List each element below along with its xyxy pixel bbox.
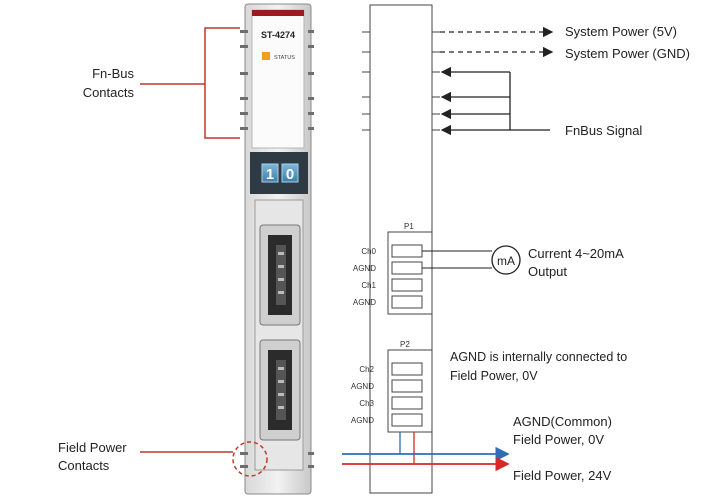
p1-pin-4: AGND	[353, 298, 376, 307]
system-power-5v-label: System Power (5V)	[565, 24, 677, 39]
digit-box-1	[261, 163, 279, 183]
status-label: STATUS	[274, 55, 295, 61]
digit-2: 0	[286, 166, 294, 183]
system-power-arrows	[440, 26, 554, 58]
p2-pin-4: AGND	[351, 416, 374, 425]
schematic-outline	[362, 4, 440, 494]
fnbus-signal-arrows	[440, 66, 550, 136]
p1-pin-1: Ch0	[361, 247, 376, 256]
p2-pin-2: AGND	[351, 382, 374, 391]
fn-bus-bracket	[140, 27, 240, 139]
agnd-common-label-2: Field Power, 0V	[513, 432, 604, 447]
module-label-panel	[251, 9, 305, 149]
agnd-note-2: Field Power, 0V	[450, 369, 538, 383]
p2-pins	[391, 362, 423, 427]
p1-pin-3: Ch1	[361, 281, 376, 290]
field-power-label-2: Contacts	[58, 458, 110, 473]
p1-label: P1	[404, 222, 414, 231]
digit-box-2	[281, 163, 299, 183]
current-label-2: Output	[528, 264, 567, 279]
p2-pin-1: Ch2	[359, 365, 374, 374]
module-model: ST-4274	[261, 30, 295, 40]
fn-bus-label-1: Fn-Bus	[92, 66, 134, 81]
current-label-1: Current 4~20mA	[528, 246, 624, 261]
digit-1: 1	[266, 166, 274, 183]
p2-label: P2	[400, 340, 410, 349]
field-power-label-1: Field Power	[58, 440, 127, 455]
milliamp-meter-icon	[491, 245, 521, 275]
milliamp-meter-symbol: mA	[497, 254, 515, 268]
status-led	[262, 52, 270, 60]
agnd-common-label-1: AGND(Common)	[513, 414, 612, 429]
system-power-gnd-label: System Power (GND)	[565, 46, 690, 61]
p1-pins	[391, 244, 423, 309]
module-photo: ST-4274 STATUS 1 0	[240, 3, 314, 495]
fn-bus-label-2: Contacts	[83, 85, 135, 100]
p2-pin-3: Ch3	[359, 399, 374, 408]
fnbus-signal-label: FnBus Signal	[565, 123, 642, 138]
current-loop-wires	[422, 250, 492, 269]
p1-pin-2: AGND	[353, 264, 376, 273]
agnd-note-1: AGND is internally connected to	[450, 350, 627, 364]
field-power-contacts-marker	[232, 441, 268, 477]
field-power-24v-label: Field Power, 24V	[513, 468, 612, 483]
